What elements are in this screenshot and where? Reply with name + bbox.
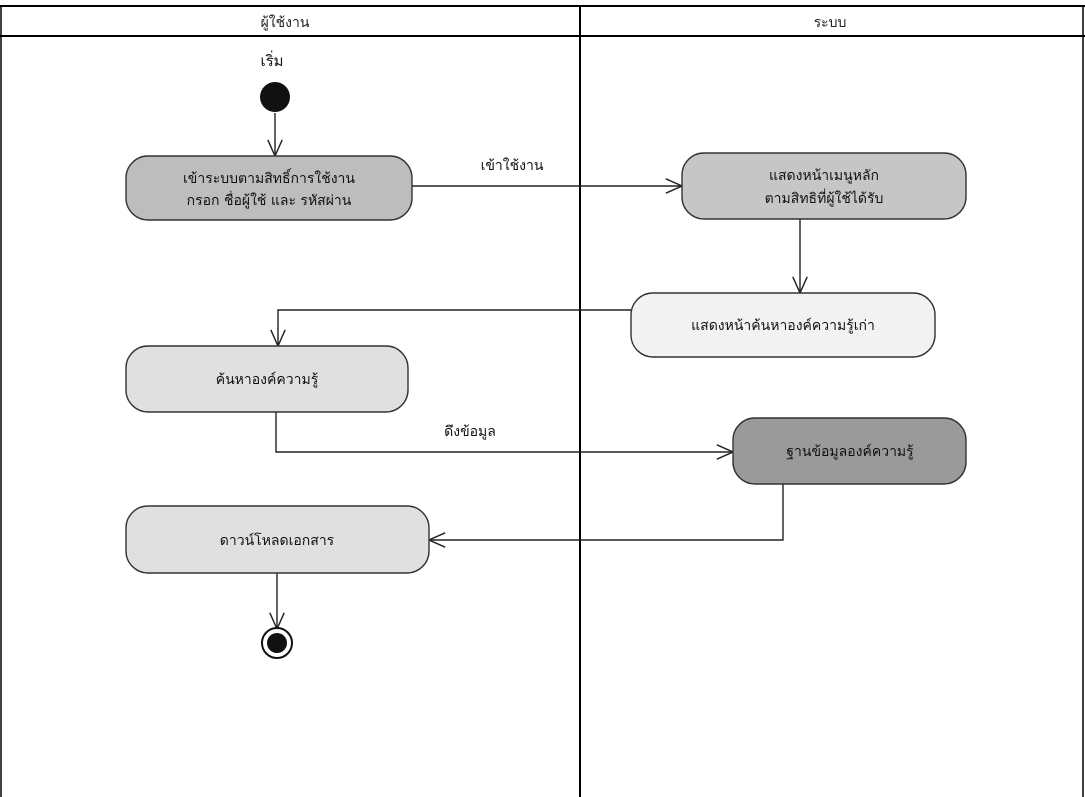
edge-search-to-db	[275, 412, 733, 452]
edge-label-fetch: ดึงข้อมูล	[444, 424, 496, 440]
edge-db-to-download	[429, 484, 784, 540]
activity-main-menu-box	[681, 152, 967, 220]
swimlane-frame	[0, 5, 1085, 797]
activity-main-menu: แสดงหน้าเมนูหลัก ตามสิทธิที่ผู้ใช้ได้รับ	[681, 152, 967, 220]
activity-main-menu-line2: ตามสิทธิที่ผู้ใช้ได้รับ	[765, 189, 884, 207]
activity-search-page-label: แสดงหน้าค้นหาองค์ความรู้เก่า	[691, 317, 875, 334]
activity-login-line2: กรอก ชื่อผู้ใช้ และ รหัสผ่าน	[187, 191, 352, 209]
lane-title-system: ระบบ	[814, 15, 847, 31]
activity-login: เข้าระบบตามสิทธิ์การใช้งาน กรอก ชื่อผู้ใ…	[125, 155, 413, 221]
activity-download: ดาวน์โหลดเอกสาร	[125, 505, 430, 574]
activity-search-page-box	[630, 292, 936, 358]
lane-title-user: ผู้ใช้งาน	[261, 14, 310, 31]
activity-search: ค้นหาองค์ความรู้	[125, 345, 409, 413]
edge-search-page-to-search	[278, 309, 631, 346]
activity-download-box	[125, 505, 430, 574]
end-node	[261, 627, 293, 659]
activity-login-box	[125, 155, 413, 221]
activity-search-label: ค้นหาองค์ความรู้	[216, 371, 319, 388]
activity-search-box	[125, 345, 409, 413]
activity-knowledge-db-label: ฐานข้อมูลองค์ความรู้	[786, 443, 914, 460]
edge-label-enter: เข้าใช้งาน	[481, 157, 544, 174]
activity-download-label: ดาวน์โหลดเอกสาร	[220, 532, 335, 549]
activity-knowledge-db-box	[732, 417, 967, 485]
activity-knowledge-db: ฐานข้อมูลองค์ความรู้	[732, 417, 967, 485]
start-node	[260, 82, 290, 112]
activity-search-page: แสดงหน้าค้นหาองค์ความรู้เก่า	[630, 292, 936, 358]
activity-login-line1: เข้าระบบตามสิทธิ์การใช้งาน	[183, 168, 355, 187]
activity-main-menu-line1: แสดงหน้าเมนูหลัก	[769, 168, 879, 184]
start-label: เริ่ม	[260, 50, 283, 70]
end-node-core	[267, 633, 287, 653]
